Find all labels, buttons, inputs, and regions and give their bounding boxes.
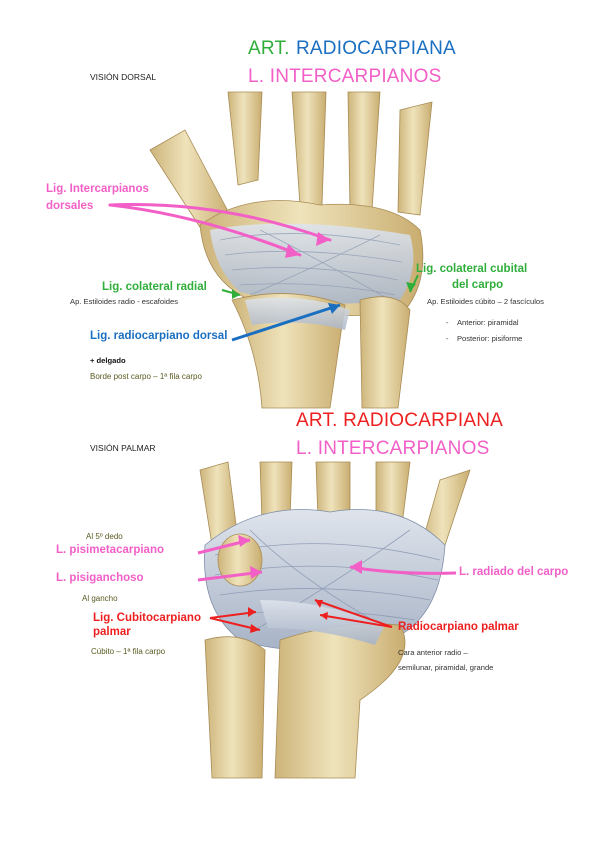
fasciculo-posterior-text: Posterior: pisiforme: [456, 334, 523, 343]
label-l-pisimetacarpiano: L. pisimetacarpiano: [56, 544, 165, 556]
fasciculo-anterior-text: Anterior: piramidal: [456, 318, 519, 327]
note-al-gancho: Al gancho: [82, 594, 118, 603]
label-lig-colateral-cubital: Lig. colateral cubital: [416, 263, 528, 275]
label-lig-cubitocarpiano: Lig. Cubitocarpiano: [93, 612, 201, 624]
label-l-radiado: L. radiado del carpo: [459, 566, 569, 578]
note-mas-delgado: + delgado: [90, 356, 126, 365]
dorsal-title-radiocarpiana: RADIOCARPIANA: [296, 38, 456, 59]
label-lig-radiocarpiano-dorsal: Lig. radiocarpiano dorsal: [90, 330, 228, 342]
label-lig-colateral-radial: Lig. colateral radial: [102, 281, 207, 293]
red-arrow-radio-2: [319, 614, 393, 628]
palmar-title-art: ART. RADIOCARPIANA: [296, 410, 504, 431]
note-cara-anterior-2: semilunar, piramidal, grande: [398, 663, 494, 672]
dorsal-wrist-illustration: [108, 91, 470, 409]
label-lig-intercarpianos: Lig. Intercarpianos: [46, 183, 149, 195]
dorsal-title-art: ART.: [248, 38, 290, 59]
fasciculo-anterior: - Anterior: piramidal: [446, 318, 519, 327]
blue-arrow-dorsal: [231, 303, 341, 342]
palmar-title-intercarpianos: L. INTERCARPIANOS: [296, 438, 490, 459]
note-borde-post: Borde post carpo – 1ª fila carpo: [90, 372, 202, 381]
label-radiocarpiano-palmar: Radiocarpiano palmar: [398, 621, 519, 633]
note-al-quinto-dedo: Al 5º dedo: [86, 532, 123, 541]
dorsal-title-intercarpianos: L. INTERCARPIANOS: [248, 66, 442, 87]
palmar-view-label: VISIÓN PALMAR: [90, 443, 156, 453]
pink-arrow-2: [108, 202, 332, 242]
label-lig-cubitocarpiano-2: palmar: [93, 626, 131, 638]
label-lig-colateral-cubital-2: del carpo: [452, 279, 504, 291]
note-colateral-cubital: Ap. Estiloides cúbito – 2 fascículos: [427, 297, 544, 306]
red-arrow-radio-1: [314, 599, 393, 628]
note-cara-anterior-1: Cara anterior radio –: [398, 648, 468, 657]
note-cubito: Cúbito – 1ª fila carpo: [91, 647, 166, 656]
pink-arrow-1: [108, 203, 302, 257]
dorsal-view-label: VISIÓN DORSAL: [90, 72, 157, 82]
note-colateral-radial: Ap. Estiloides radio - escafoides: [70, 297, 179, 306]
label-l-pisiganchoso: L. pisiganchoso: [56, 572, 144, 584]
label-lig-intercarpianos-2: dorsales: [46, 200, 94, 212]
fasciculo-posterior: - Posterior: pisiforme: [446, 334, 523, 343]
